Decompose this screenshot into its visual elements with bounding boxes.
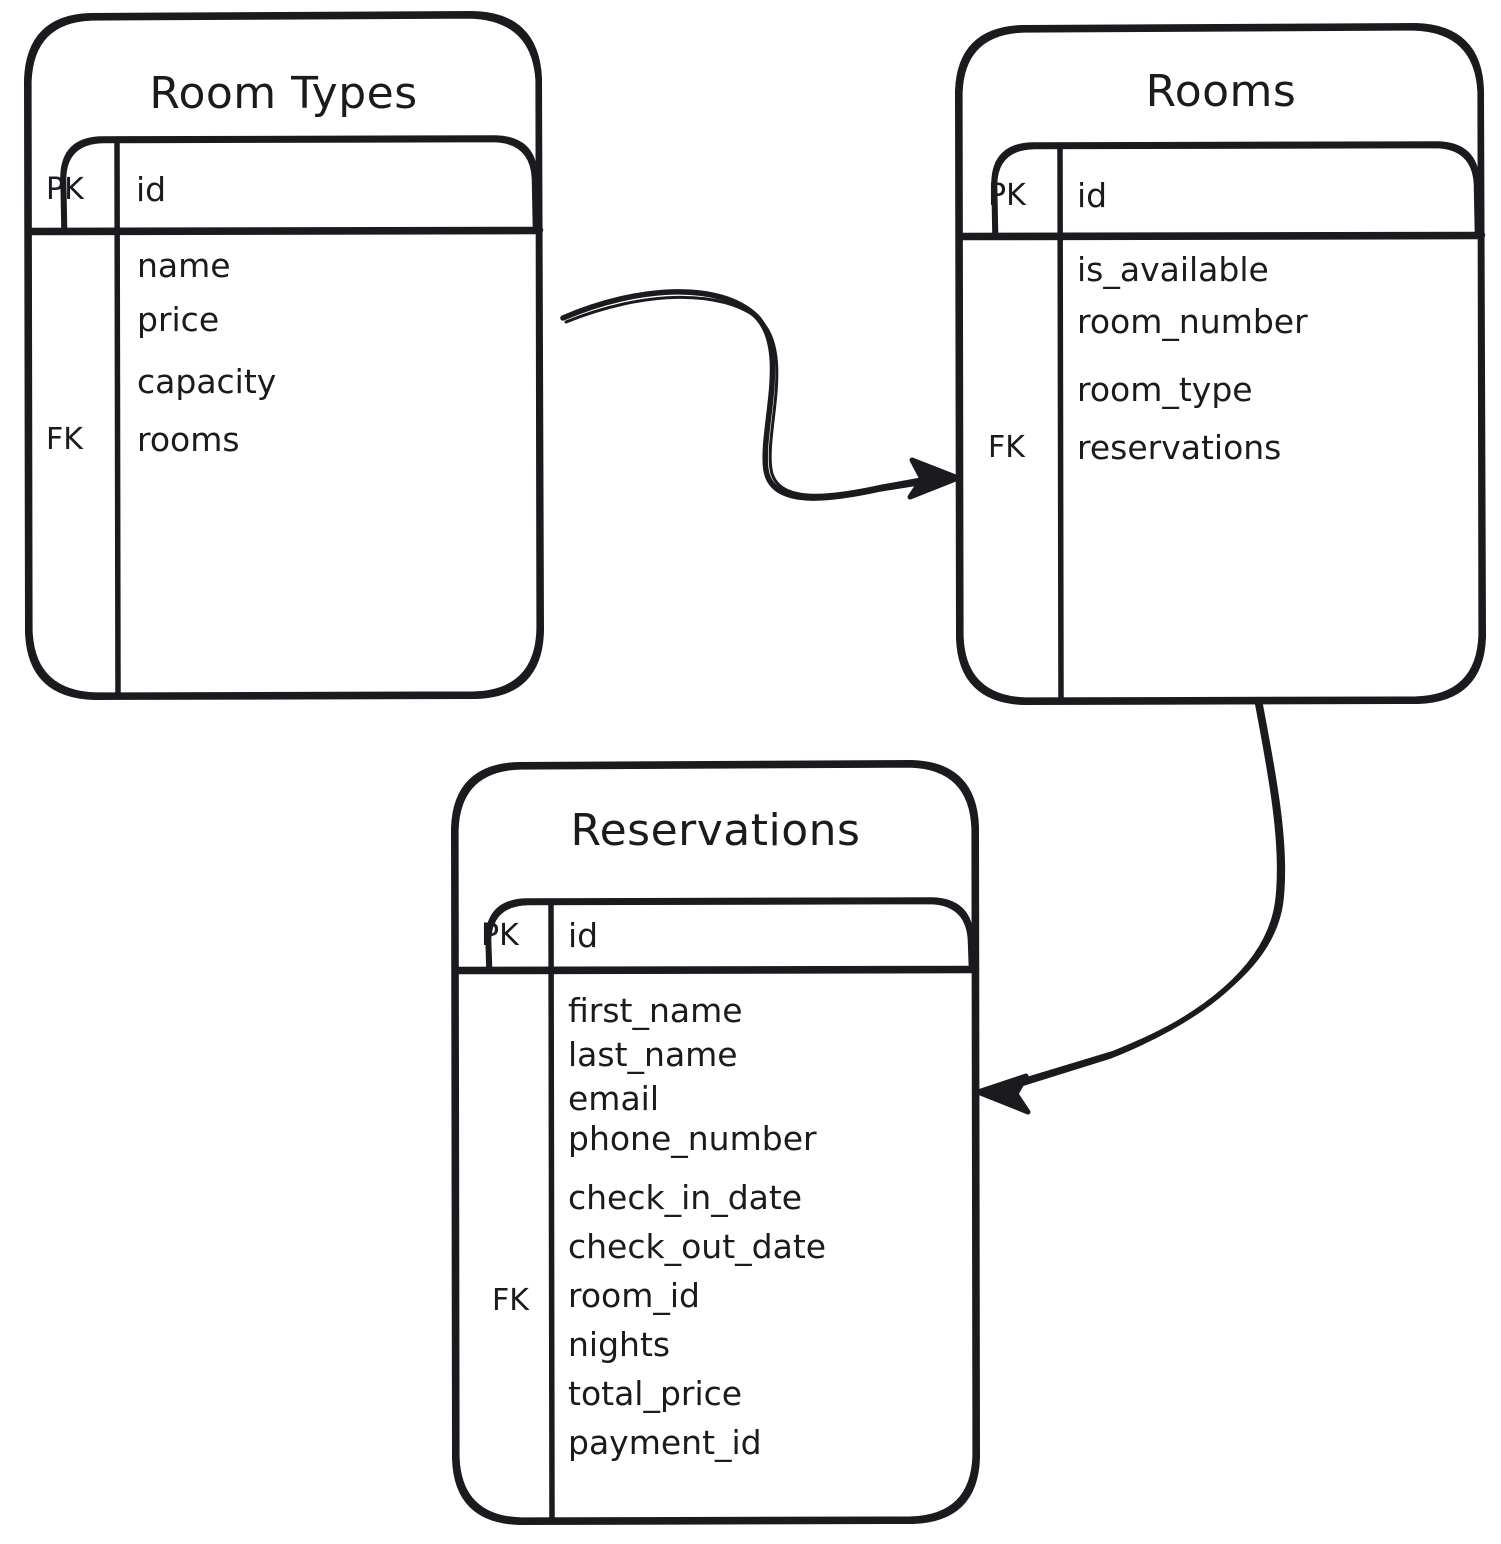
arrowhead-reservations: [975, 1073, 1031, 1115]
room-types-fk-label: FK: [46, 422, 83, 457]
room-types-field-price: price: [137, 300, 220, 339]
rooms-pk-divider: [955, 231, 1486, 240]
room-types-pk-label: PK: [46, 172, 84, 207]
rooms-title: Rooms: [1145, 66, 1297, 117]
room-types-field-name: name: [137, 246, 231, 285]
reservations-field-phone-number: phone_number: [568, 1119, 817, 1158]
rooms-field-room-type: room_type: [1077, 370, 1253, 409]
reservations-field-total-price: total_price: [568, 1374, 743, 1413]
room-types-pk-field: id: [136, 170, 167, 209]
reservations-field-last-name: last_name: [568, 1035, 738, 1074]
room-types-field-rooms: rooms: [137, 420, 240, 459]
rooms-fk-label: FK: [988, 430, 1025, 465]
reservations-field-payment-id: payment_id: [568, 1423, 762, 1462]
reservations-field-nights: nights: [568, 1325, 671, 1364]
reservations-pk-label: PK: [481, 918, 519, 953]
reservations-pk-field: id: [568, 916, 599, 955]
reservations-col-divider: [548, 898, 555, 1525]
reservations-field-email: email: [568, 1079, 660, 1118]
rooms-field-room-number: room_number: [1077, 302, 1308, 341]
arrowhead-rooms: [907, 457, 961, 500]
room-types-title: Room Types: [149, 68, 418, 119]
reservations-pk-divider: [451, 965, 980, 974]
reservations-field-room-id: room_id: [568, 1276, 700, 1315]
reservations-title: Reservations: [570, 805, 861, 856]
reservations-field-first-name: first_name: [568, 991, 743, 1030]
rooms-pk-field: id: [1077, 176, 1108, 215]
room-types-pk-divider: [24, 226, 544, 235]
rooms-card-outline: [955, 23, 1486, 705]
reservations-header-rect: [485, 897, 975, 973]
room-types-col-divider: [114, 136, 121, 699]
rooms-pk-label: PK: [988, 178, 1026, 213]
rooms-col-divider: [1057, 142, 1064, 704]
reservations-field-check-in-date: check_in_date: [568, 1178, 803, 1217]
reservations-field-check-out-date: check_out_date: [568, 1227, 827, 1266]
room-types-field-capacity: capacity: [137, 362, 277, 401]
room-types-header-rect: [60, 135, 539, 234]
rooms-field-reservations: reservations: [1077, 428, 1282, 467]
rooms-field-is-available: is_available: [1077, 250, 1269, 289]
connector-rooms-to-reservations: [975, 697, 1286, 1115]
rooms-header-rect: [991, 141, 1481, 239]
reservations-fk-label: FK: [492, 1283, 529, 1318]
connector-roomtypes-to-rooms: [560, 289, 961, 501]
